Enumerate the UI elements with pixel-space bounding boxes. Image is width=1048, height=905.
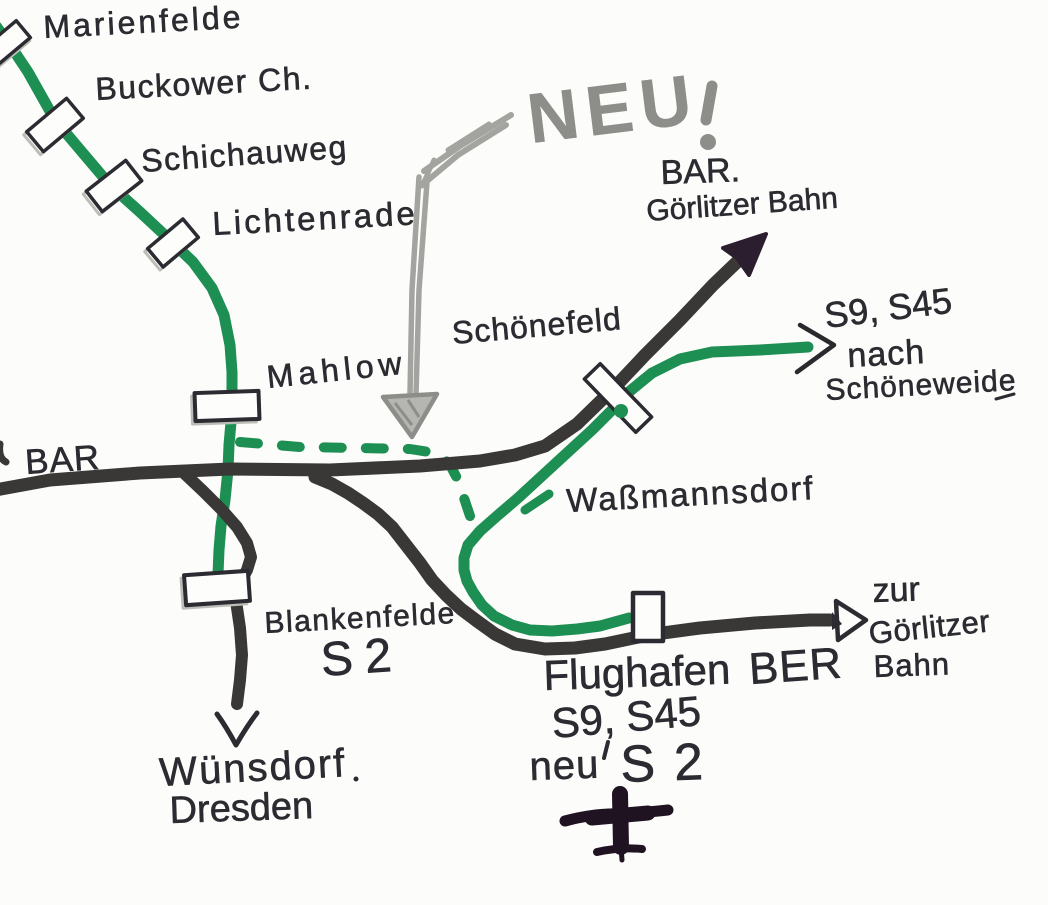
svg-text:S2: S2 bbox=[319, 628, 405, 687]
svg-text:Dresden: Dresden bbox=[169, 785, 314, 832]
svg-text:S2: S2 bbox=[619, 732, 723, 794]
svg-text:Wünsdorf: Wünsdorf bbox=[158, 741, 347, 795]
svg-text:nach: nach bbox=[846, 333, 926, 375]
svg-text:neu: neu bbox=[529, 743, 600, 789]
svg-text:BAR.: BAR. bbox=[660, 151, 741, 192]
svg-text:Flughafen: Flughafen bbox=[543, 646, 731, 699]
svg-text:zur: zur bbox=[872, 570, 921, 610]
svg-text:Bahn: Bahn bbox=[873, 646, 951, 684]
svg-text:BER: BER bbox=[747, 639, 844, 694]
svg-text:Mahlow: Mahlow bbox=[265, 344, 408, 394]
svg-text:BAR: BAR bbox=[24, 438, 102, 482]
